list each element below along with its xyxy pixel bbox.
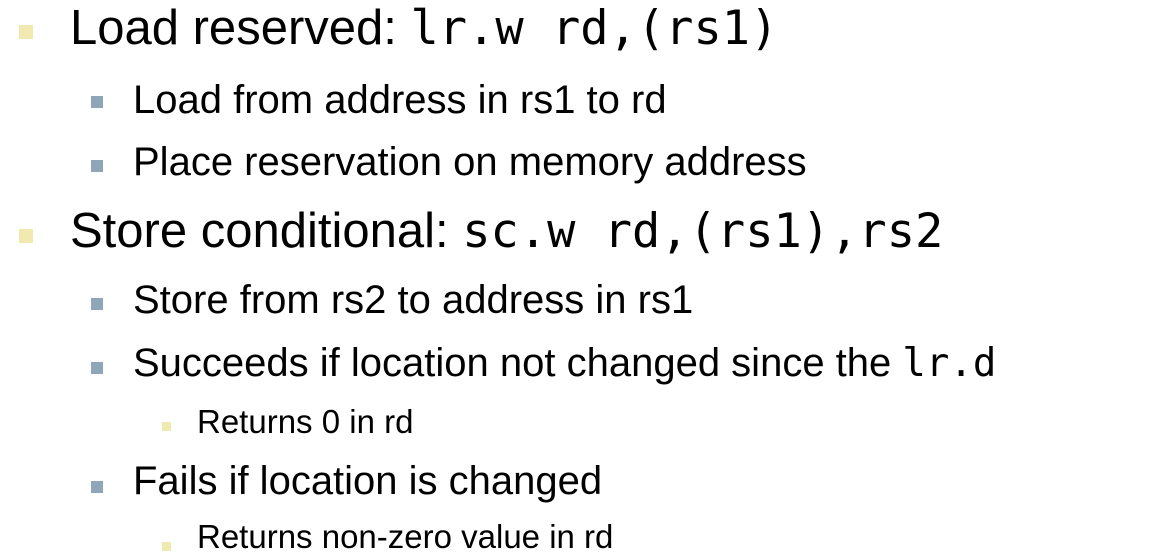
- item-label: Store conditional:: [70, 204, 463, 258]
- item-text: Fails if location is changed: [133, 461, 602, 501]
- item-label: Store from rs2 to address in rs1: [133, 278, 694, 322]
- square-bullet-icon: [19, 25, 33, 39]
- square-bullet-icon: [91, 298, 103, 310]
- item-text: Store from rs2 to address in rs1: [133, 280, 693, 320]
- code-snippet: lr.w rd,(rs1): [410, 1, 779, 56]
- item-text: Load reserved: lr.w rd,(rs1): [70, 4, 778, 53]
- square-bullet-icon: [91, 160, 103, 172]
- item-label: Load from address in rs1 to rd: [133, 78, 667, 122]
- square-bullet-icon: [162, 542, 171, 551]
- item-text: Returns non-zero value in rd: [197, 520, 613, 553]
- square-bullet-icon: [91, 96, 103, 108]
- item-text: Load from address in rs1 to rd: [133, 80, 667, 120]
- square-bullet-icon: [91, 362, 103, 374]
- item-text: Succeeds if location not changed since t…: [133, 343, 996, 383]
- code-snippet: lr.d: [902, 341, 997, 386]
- code-snippet: sc.w rd,(rs1),rs2: [462, 204, 944, 259]
- item-label: Fails if location is changed: [133, 459, 603, 503]
- item-label: Returns non-zero value in rd: [197, 518, 614, 555]
- item-text: Returns 0 in rd: [197, 405, 413, 438]
- square-bullet-icon: [91, 481, 103, 493]
- item-text: Store conditional: sc.w rd,(rs1),rs2: [70, 207, 943, 256]
- item-label: Place reservation on memory address: [133, 140, 807, 184]
- item-label: Succeeds if location not changed since t…: [133, 341, 903, 385]
- item-text: Place reservation on memory address: [133, 142, 807, 182]
- square-bullet-icon: [19, 229, 33, 243]
- item-label: Returns 0 in rd: [197, 403, 414, 440]
- square-bullet-icon: [162, 422, 171, 431]
- item-label: Load reserved:: [70, 1, 411, 55]
